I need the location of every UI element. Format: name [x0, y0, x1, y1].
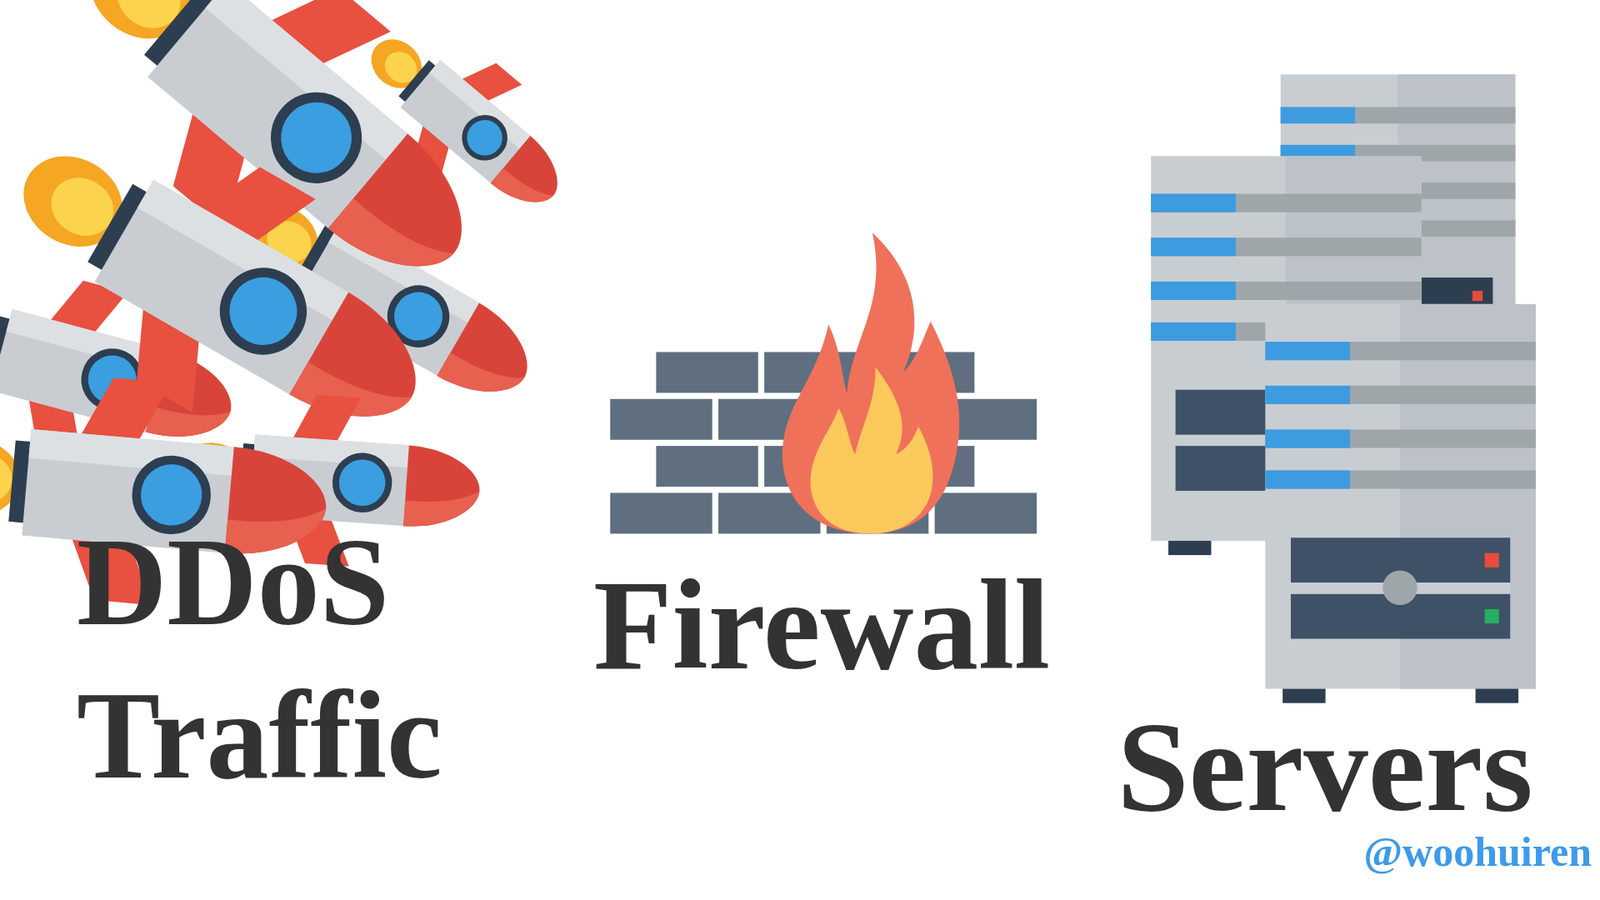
- watermark: @woohuiren: [1300, 826, 1592, 877]
- traffic-label: DDoS Traffic: [76, 505, 527, 812]
- firewall-label: Firewall: [563, 550, 1080, 700]
- flame: [782, 232, 960, 534]
- server-stack: [1150, 74, 1536, 703]
- servers-label: Servers: [1091, 691, 1559, 842]
